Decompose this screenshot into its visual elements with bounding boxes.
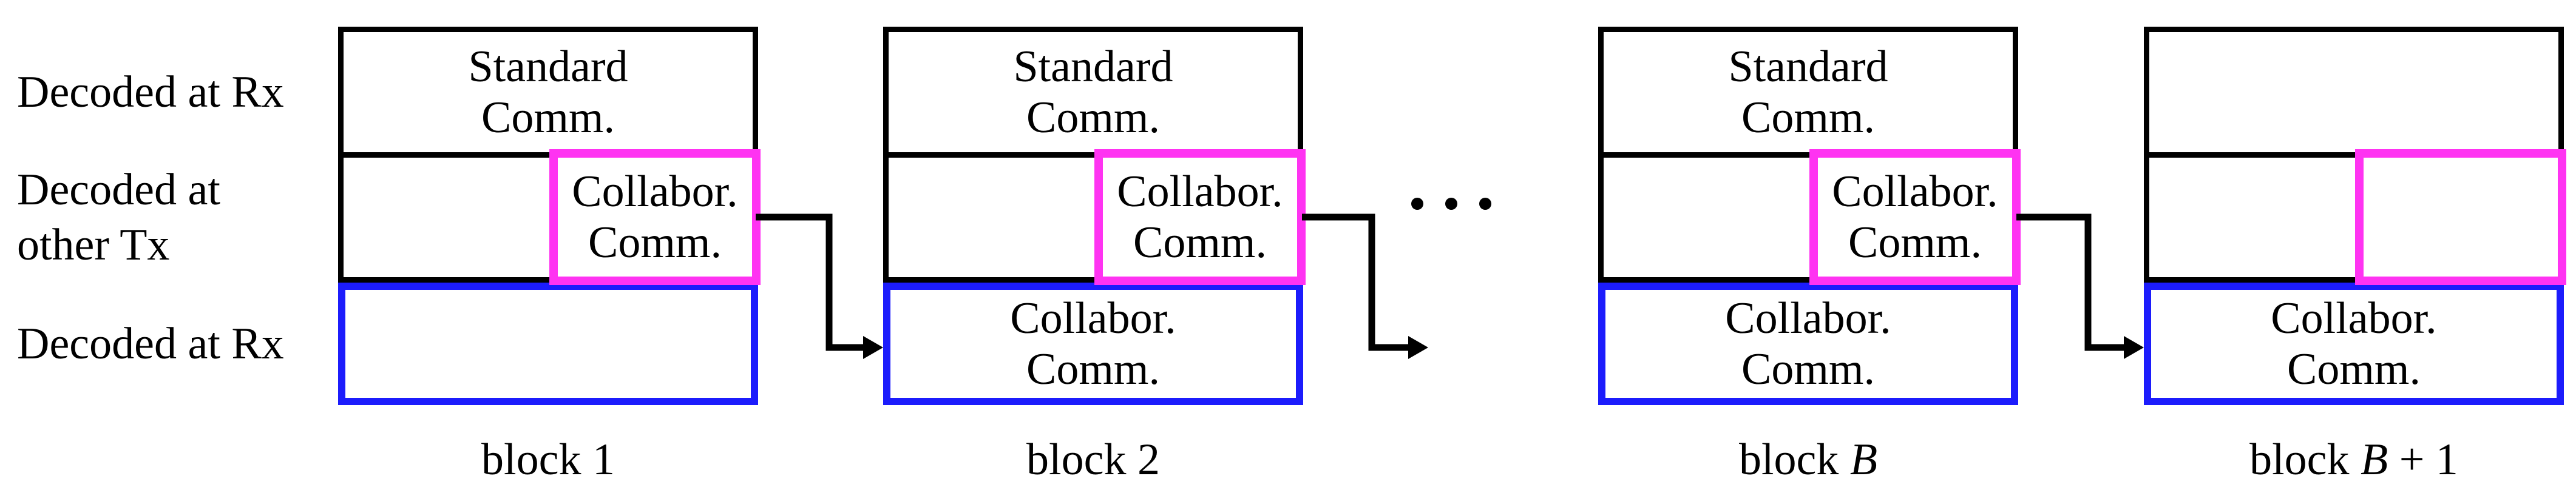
ellipsis-dot (1479, 198, 1491, 210)
block-2-collab-tx-label: Collabor. Comm. (1117, 166, 1283, 267)
block-B-plus-1: Collabor. Comm. block B + 1 (2144, 27, 2566, 485)
block-2-standard-comm-label: Standard Comm. (1013, 41, 1173, 143)
ellipsis-dot (1445, 198, 1457, 210)
block-B-collab-tx-label: Collabor. Comm. (1832, 166, 1998, 267)
arrowhead-block2-to-ellipsis (1408, 336, 1428, 359)
block-B-collab-tx-box: Collabor. Comm. (1809, 149, 2021, 285)
block-1-collab-tx-label: Collabor. Comm. (572, 166, 738, 267)
block-B-caption: block B (1738, 434, 1878, 485)
row-label-decoded-at-other-tx: Decoded at other Tx (17, 165, 220, 270)
block-B-collab-rx-label: Collabor. Comm. (1725, 293, 1891, 394)
block-2: Standard Comm. Collabor. Comm. Collabor.… (883, 27, 1306, 485)
block-1-collab-tx-box: Collabor. Comm. (549, 149, 761, 285)
block-B-plus-1-caption: block B + 1 (2249, 434, 2458, 485)
row-label-decoded-at-rx-top: Decoded at Rx (17, 67, 284, 117)
ellipsis-dot (1411, 198, 1423, 210)
block-1-standard-comm-label: Standard Comm. (468, 41, 628, 143)
block-2-collab-rx-box: Collabor. Comm. (883, 283, 1303, 405)
row-label-decoded-at-rx-bottom: Decoded at Rx (17, 318, 284, 369)
block-1: Standard Comm. Collabor. Comm. block 1 (338, 27, 761, 485)
arrowhead-block1-to-block2 (863, 336, 883, 359)
arrow-block1-to-block2 (756, 213, 867, 351)
arrowhead-blockB-to-blockB1 (2124, 336, 2144, 359)
block-B-plus-1-collab-rx-label: Collabor. Comm. (2271, 293, 2437, 394)
ellipsis-dots (1411, 198, 1491, 210)
block-B: Standard Comm. Collabor. Comm. Collabor.… (1598, 27, 2021, 485)
block-B-standard-comm-label: Standard Comm. (1728, 41, 1888, 143)
arrow-block2-to-ellipsis (1302, 213, 1412, 351)
block-1-caption: block 1 (481, 434, 615, 485)
block-2-standard-comm-box: Standard Comm. (883, 27, 1303, 158)
arrow-blockB-to-blockB1 (2016, 213, 2127, 351)
block-B-plus-1-collab-rx-box: Collabor. Comm. (2144, 283, 2564, 405)
block-B-plus-1-collab-tx-box (2355, 149, 2566, 285)
block-2-caption: block 2 (1026, 434, 1160, 485)
block-2-collab-tx-box: Collabor. Comm. (1094, 149, 1306, 285)
block-2-collab-rx-label: Collabor. Comm. (1010, 293, 1176, 394)
